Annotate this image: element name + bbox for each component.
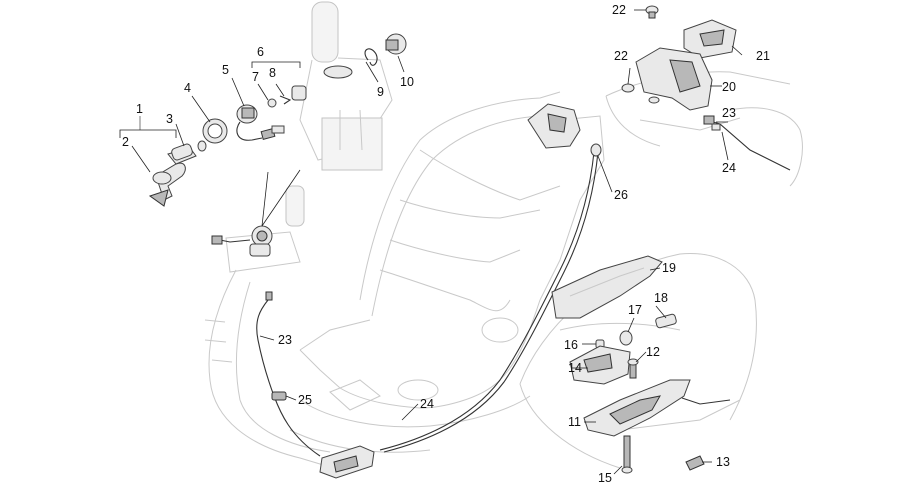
inset-bottom-right-frame: [519, 252, 757, 469]
callout-22-top: 22: [612, 3, 626, 17]
part-cover-19: [551, 255, 663, 319]
leader-lines: [131, 9, 743, 475]
part-screw-12: [627, 358, 639, 379]
callout-2: 2: [122, 135, 129, 149]
part-plate-11: [583, 379, 731, 437]
callout-12: 12: [646, 345, 660, 359]
callout-7: 7: [252, 70, 259, 84]
part-washer-7: [267, 98, 277, 108]
callout-13: 13: [716, 455, 730, 469]
group-bracket-6: [251, 61, 301, 68]
callout-23-top: 23: [722, 106, 736, 120]
part-switch-5: [236, 104, 285, 141]
callout-5: 5: [222, 63, 229, 77]
part-bracket-20: [635, 47, 713, 111]
callout-11: 11: [568, 415, 581, 429]
callout-18: 18: [654, 291, 668, 305]
callout-14: 14: [568, 361, 582, 375]
callout-9: 9: [377, 85, 384, 99]
callout-26: 26: [614, 188, 628, 202]
part-cable-end-23: [703, 115, 791, 171]
assembled-ignition-lock: [211, 169, 301, 257]
callout-24-bottom: 24: [420, 397, 434, 411]
callout-17: 17: [628, 303, 642, 317]
callout-15: 15: [598, 471, 612, 484]
part-seat-latch: [527, 103, 581, 149]
part-cylinder-6: [291, 85, 307, 101]
part-clip-13: [685, 455, 705, 471]
part-screw-22-top: [645, 5, 659, 19]
part-screw-22-left: [621, 83, 660, 104]
part-cable-connector: [319, 445, 375, 479]
part-clip-8: [279, 95, 292, 105]
callout-20: 20: [722, 80, 736, 94]
part-spring-18: [655, 313, 677, 329]
part-cable-bracket-25: [271, 391, 287, 401]
callout-24-top: 24: [722, 161, 736, 175]
callout-16: 16: [564, 338, 578, 352]
part-bushing-10: [323, 33, 407, 79]
part-washer: [197, 140, 207, 152]
callout-6: 6: [257, 45, 264, 59]
cable-24-main: [379, 151, 599, 453]
callout-3: 3: [166, 112, 173, 126]
callout-10: 10: [400, 75, 414, 89]
callout-22-left: 22: [614, 49, 628, 63]
callout-21: 21: [756, 49, 770, 63]
part-latch-21: [683, 19, 737, 59]
callout-8: 8: [269, 66, 276, 80]
part-bolt-15: [621, 435, 633, 474]
part-cap-17: [619, 330, 633, 346]
group-bracket-1: [119, 116, 177, 138]
cable-23-left: [256, 291, 321, 457]
callout-25: 25: [298, 393, 312, 407]
callout-4: 4: [184, 81, 191, 95]
scooter-frame-outline: [204, 1, 605, 471]
callout-23-left: 23: [278, 333, 292, 347]
part-lock-actuator-14: [569, 345, 631, 385]
callout-1: 1: [136, 102, 143, 116]
part-spring-9: [364, 48, 378, 66]
part-ring-4: [202, 118, 228, 144]
part-lock-barrel-3: [171, 143, 193, 161]
callout-labels: 1 2 3 4 5 6 7 8 9 10 22 21 22 20 23 24 2…: [122, 3, 770, 484]
part-cable-clip-26: [590, 143, 602, 157]
callout-19: 19: [662, 261, 676, 275]
